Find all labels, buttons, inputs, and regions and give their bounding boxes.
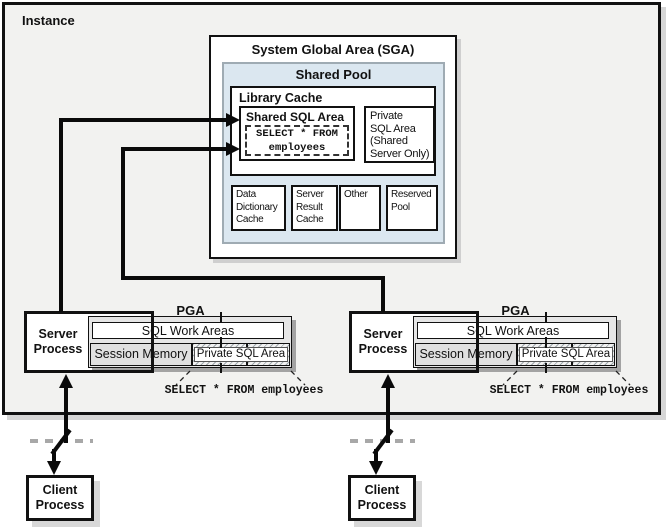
server-process-label: Server Process [358, 327, 408, 356]
box-line: Data [236, 189, 256, 200]
sql-work-areas-box: SQL Work Areas [92, 322, 284, 339]
session-memory-box: Session Memory [415, 343, 517, 366]
private-sql-line: (Shared [370, 135, 408, 148]
shared-sql-area-title: Shared SQL Area [246, 110, 345, 124]
box-line: Cache [236, 214, 264, 225]
library-cache-box: Library Cache Shared SQL Area SELECT * F… [230, 86, 436, 176]
cached-query-line: SELECT * FROM [256, 128, 338, 140]
pga-tick [220, 312, 222, 322]
pga-query-text: SELECT * FROM employees [489, 384, 649, 397]
client-process-box: Client Process [26, 475, 94, 521]
cached-query-line: employees [268, 141, 326, 154]
data-dictionary-cache-box: Data Dictionary Cache [231, 185, 286, 231]
sga-title: System Global Area (SGA) [251, 42, 415, 57]
box-line: Server [296, 189, 324, 200]
sga-box: System Global Area (SGA) Shared Pool Lib… [209, 35, 457, 259]
process-group-left: PGA Server Process SQL Work Areas Sessio… [24, 303, 334, 403]
pga-tick [152, 312, 154, 322]
pga-query-text: SELECT * FROM employees [164, 384, 324, 397]
pga-tick [545, 363, 547, 373]
session-memory-box: Session Memory [90, 343, 192, 366]
pga-tick [152, 363, 154, 373]
private-sql-line: SQL Area [370, 122, 416, 135]
private-sql-area-label: Private SQL Area [193, 347, 289, 362]
private-sql-area-label: Private SQL Area [518, 347, 614, 362]
reserved-pool-box: Reserved Pool [386, 185, 438, 231]
box-line: Reserved [391, 189, 432, 200]
pga-tick [477, 337, 479, 348]
pga-tick [477, 363, 479, 373]
other-box: Other [339, 185, 381, 231]
arrowhead-icon [369, 461, 383, 475]
private-sql-area-box: Private SQL Area [517, 343, 615, 366]
pga-label: PGA [501, 303, 530, 318]
pga-box: SQL Work Areas Session Memory Private SQ… [88, 316, 292, 368]
pga-tick [477, 312, 479, 322]
box-line: Result [296, 201, 323, 213]
shared-pool-box: Shared Pool Library Cache Shared SQL Are… [222, 62, 445, 244]
client-process-box: Client Process [348, 475, 416, 521]
server-process-label: Server Process [33, 327, 83, 356]
pga-tick [152, 337, 154, 348]
pga-tick [545, 337, 547, 348]
server-result-cache-box: Server Result Cache [291, 185, 338, 231]
pga-tick [220, 363, 222, 373]
box-line: Other [344, 189, 368, 200]
shared-pool-title: Shared Pool [295, 67, 372, 82]
box-line: Pool [391, 201, 410, 213]
private-sql-line: Private [370, 110, 403, 122]
instance-label: Instance [22, 13, 75, 28]
sql-work-areas-box: SQL Work Areas [417, 322, 609, 339]
private-sql-area-shared-server-box: Private SQL Area (Shared Server Only) [364, 106, 435, 163]
shared-sql-area-box: Shared SQL Area SELECT * FROM employees [239, 106, 355, 161]
pga-tick [220, 337, 222, 348]
client-process-label: Client Process [35, 483, 85, 512]
library-cache-title: Library Cache [239, 91, 323, 105]
arrowhead-icon [47, 461, 61, 475]
box-line: Dictionary [236, 201, 278, 213]
pga-tick [545, 312, 547, 322]
private-sql-area-box: Private SQL Area [192, 343, 290, 366]
pga-box: SQL Work Areas Session Memory Private SQ… [413, 316, 617, 368]
box-line: Cache [296, 214, 324, 225]
private-sql-line: Server Only) [370, 147, 430, 160]
process-group-right: PGA Server Process SQL Work Areas Sessio… [349, 303, 659, 403]
cached-query-box: SELECT * FROM employees [245, 125, 349, 156]
client-process-label: Client Process [357, 483, 407, 512]
